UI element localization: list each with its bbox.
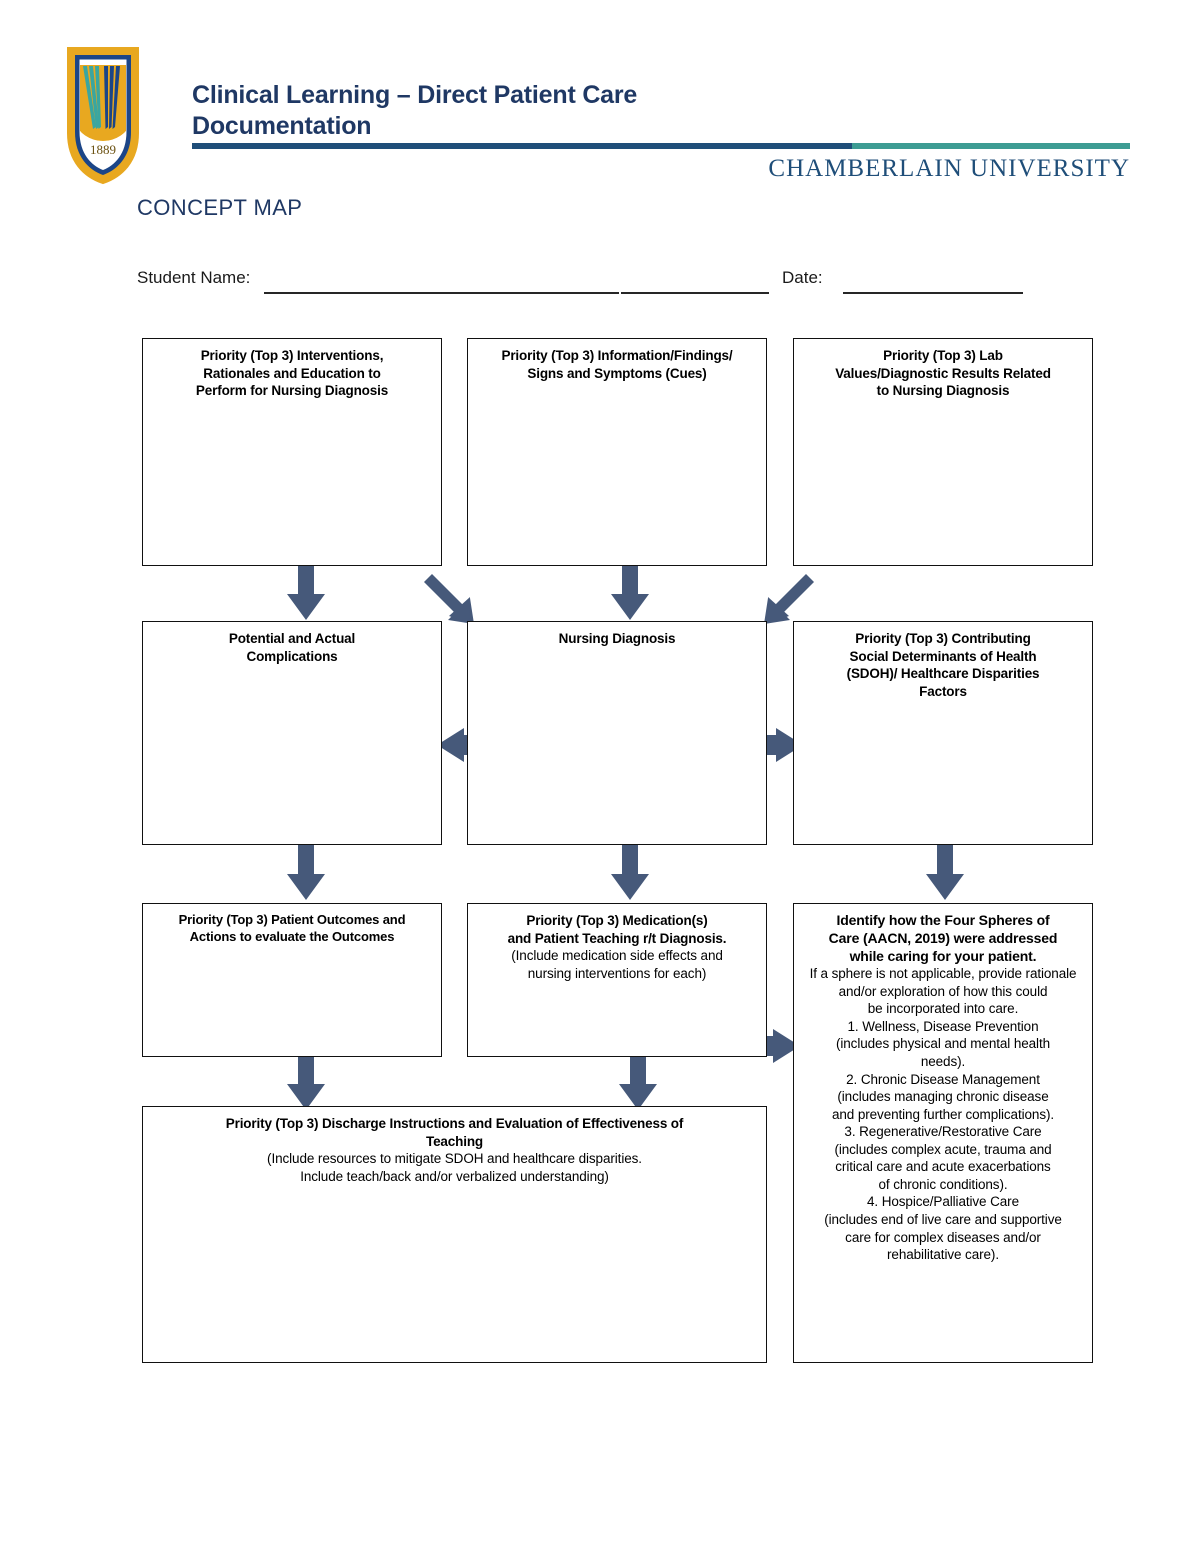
node-diagnosis-heading: Nursing Diagnosis	[558, 631, 676, 646]
student-name-input[interactable]	[264, 292, 619, 294]
node-cues[interactable]: Priority (Top 3) Information/Findings/Si…	[467, 338, 767, 566]
date-label: Date:	[782, 268, 823, 287]
arrow-complications-to-outcomes	[287, 845, 325, 900]
node-discharge[interactable]: Priority (Top 3) Discharge Instructions …	[142, 1106, 767, 1363]
node-interventions-heading: Priority (Top 3) Interventions,Rationale…	[195, 348, 389, 399]
chamberlain-shield-logo: 1889	[67, 47, 139, 185]
arrow-diagnosis-to-interventions	[424, 574, 474, 624]
node-discharge-subtext: (Include resources to mitigate SDOH and …	[267, 1151, 642, 1184]
document-title: Clinical Learning – Direct Patient Care …	[192, 80, 892, 141]
document-title-line-1: Clinical Learning – Direct Patient Care	[192, 81, 638, 109]
student-name-input-extension[interactable]	[621, 292, 769, 294]
node-medications-heading: Priority (Top 3) Medication(s)and Patien…	[507, 913, 727, 946]
student-meta-row: Student Name: Date:	[137, 268, 1057, 300]
page-header: 1889 Clinical Learning – Direct Patient …	[0, 0, 1200, 230]
arrow-diagnosis-to-labs	[764, 574, 814, 624]
page-title: CONCEPT MAP	[137, 195, 303, 220]
student-name-label: Student Name:	[137, 268, 251, 287]
node-diagnosis[interactable]: Nursing Diagnosis	[467, 621, 767, 845]
node-medications[interactable]: Priority (Top 3) Medication(s)and Patien…	[467, 903, 767, 1057]
arrow-diagnosis-to-medications	[611, 845, 649, 900]
date-input[interactable]	[843, 292, 1023, 294]
document-title-line-2: Documentation	[192, 111, 372, 140]
brand-wordmark: CHAMBERLAIN UNIVERSITY	[768, 155, 1130, 182]
header-rule-navy	[192, 143, 852, 149]
arrow-outcomes-to-discharge	[287, 1057, 325, 1110]
arrow-sdoh-to-spheres	[926, 845, 964, 900]
header-rule-teal	[852, 143, 1130, 149]
arrow-cues-to-diagnosis	[611, 566, 649, 620]
arrow-interventions-to-complications	[287, 566, 325, 620]
arrow-medications-to-discharge	[619, 1057, 657, 1110]
node-cues-heading: Priority (Top 3) Information/Findings/Si…	[501, 348, 733, 381]
node-discharge-heading: Priority (Top 3) Discharge Instructions …	[225, 1116, 684, 1149]
logo-year: 1889	[90, 142, 116, 157]
node-interventions[interactable]: Priority (Top 3) Interventions,Rationale…	[142, 338, 442, 566]
node-four-spheres-subtext: If a sphere is not applicable, provide r…	[809, 966, 1077, 1263]
